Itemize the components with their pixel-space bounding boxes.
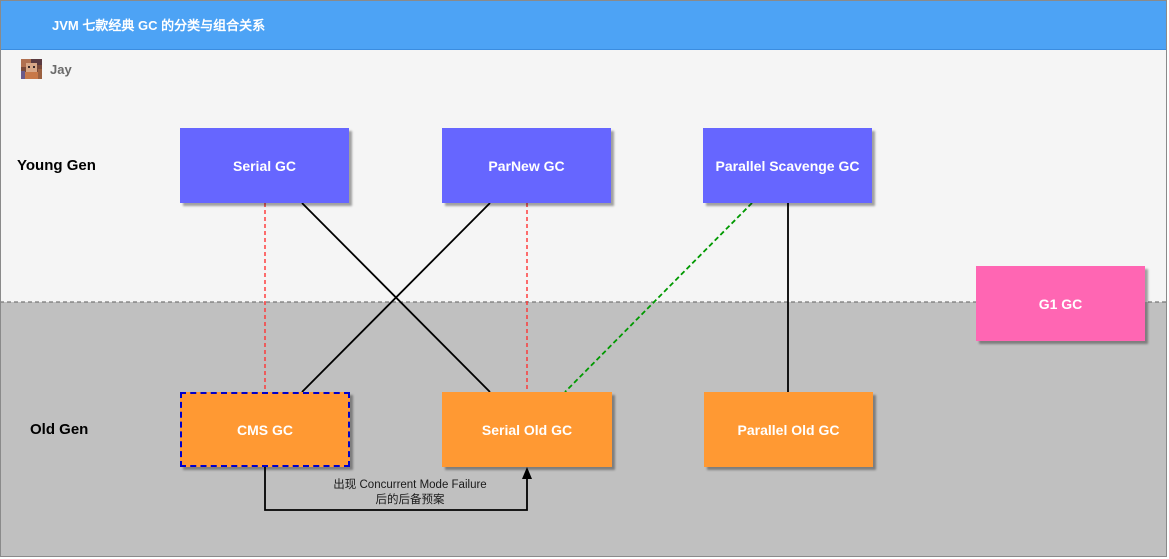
parnew-gc-box: ParNew GC: [442, 128, 611, 203]
g1-gc-box: G1 GC: [976, 266, 1145, 341]
fallback-note-line1: 出现 Concurrent Mode Failure: [333, 479, 487, 491]
header-bar: JVM 七款经典 GC 的分类与组合关系: [0, 0, 1167, 50]
author-badge: Jay: [21, 59, 72, 79]
fallback-note: 出现 Concurrent Mode Failure 后的后备预案: [296, 478, 524, 508]
parallel-old-gc-label: Parallel Old GC: [737, 421, 840, 438]
young-gen-label: Young Gen: [17, 157, 96, 174]
parnew-gc-label: ParNew GC: [488, 157, 565, 174]
author-name: Jay: [50, 61, 72, 77]
cms-gc-box: CMS GC: [180, 392, 350, 467]
serial-old-gc-box: Serial Old GC: [442, 392, 612, 467]
old-gen-label: Old Gen: [30, 421, 89, 438]
g1-gc-label: G1 GC: [1038, 295, 1083, 312]
cms-gc-label: CMS GC: [237, 421, 293, 438]
parallel-scavenge-gc-box: Parallel Scavenge GC: [703, 128, 872, 203]
parallel-scavenge-gc-label: Parallel Scavenge GC: [715, 157, 860, 174]
user-avatar-icon: [21, 59, 42, 79]
diagram-title: JVM 七款经典 GC 的分类与组合关系: [52, 18, 266, 33]
serial-gc-label: Serial GC: [232, 157, 297, 174]
serial-gc-box: Serial GC: [180, 128, 349, 203]
fallback-note-line2: 后的后备预案: [375, 494, 445, 506]
serial-old-gc-label: Serial Old GC: [481, 421, 573, 438]
parallel-old-gc-box: Parallel Old GC: [704, 392, 873, 467]
